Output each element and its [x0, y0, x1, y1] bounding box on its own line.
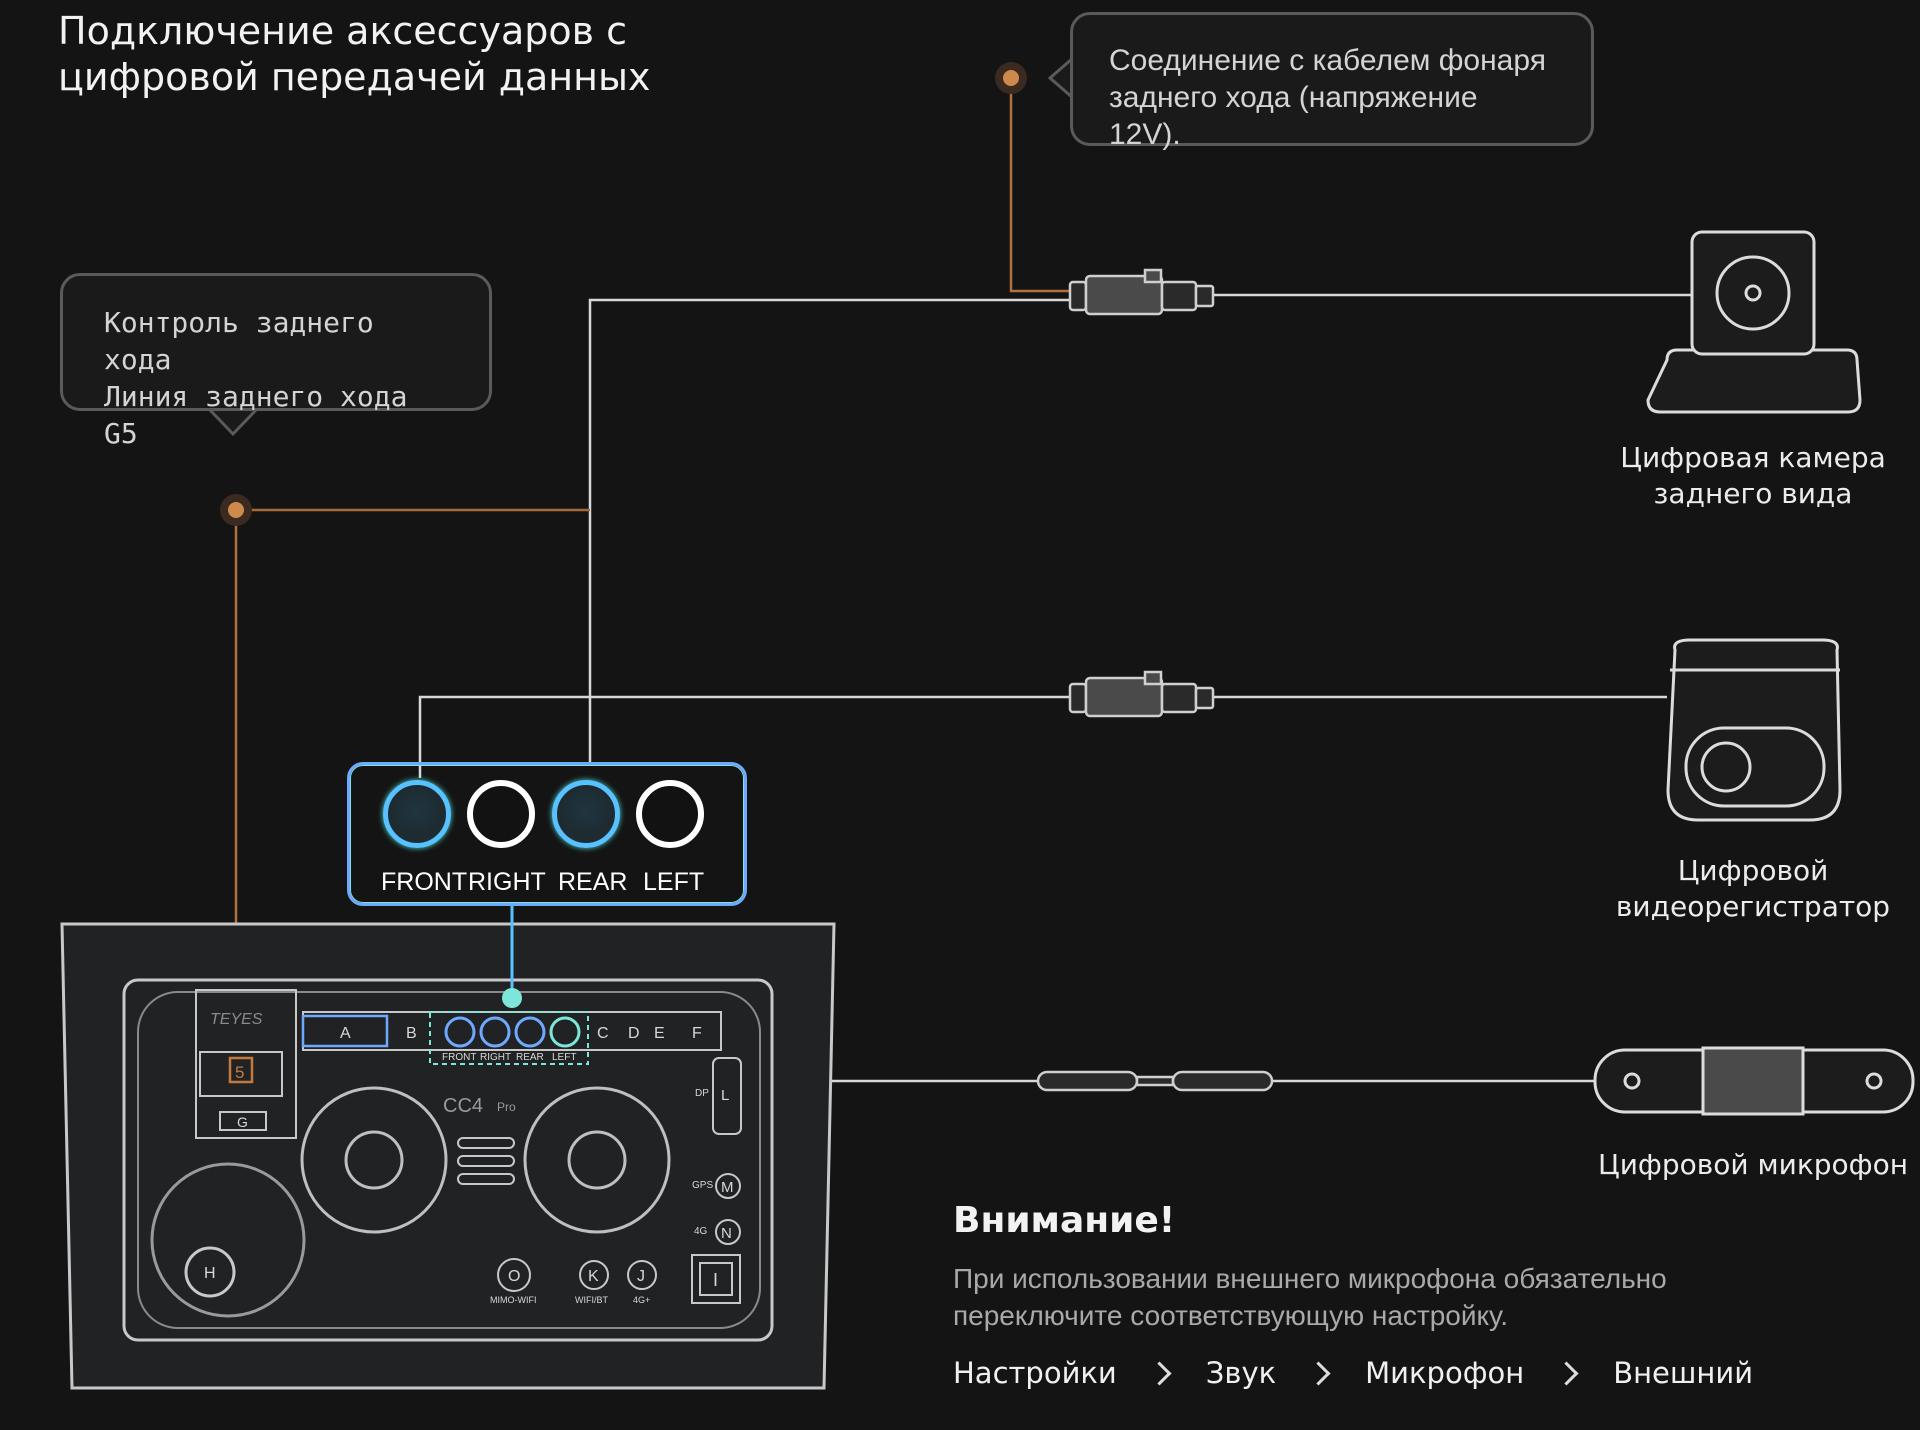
- unit-model-badge: Pro: [497, 1100, 516, 1114]
- title-line-2: цифровой передачей данных: [58, 55, 651, 99]
- settings-breadcrumb: Настройки Звук Микрофон Внешний: [953, 1356, 1753, 1390]
- breadcrumb-microphone: Микрофон: [1365, 1356, 1525, 1390]
- port-rear-label: REAR: [558, 868, 628, 896]
- inline-connector-microphone: [1036, 1070, 1274, 1092]
- chevron-right-icon: [1554, 1360, 1579, 1386]
- unit-port-o: O: [508, 1268, 520, 1285]
- callout-reverse-control: Контроль заднего хода Линия заднего хода…: [60, 273, 492, 450]
- warning-title: Внимание!: [953, 1200, 1176, 1241]
- unit-small-left: LEFT: [552, 1052, 576, 1063]
- unit-model: CC4: [443, 1095, 483, 1117]
- unit-side-gps: GPS: [692, 1180, 713, 1191]
- unit-pin-g: G: [237, 1114, 248, 1130]
- unit-conn-e: E: [654, 1025, 665, 1042]
- callout-reverse-light-line1: Соединение с кабелем фонаря: [1109, 44, 1546, 77]
- unit-h: H: [204, 1265, 216, 1282]
- unit-conn-c: C: [597, 1025, 609, 1042]
- callout-reverse-control-line1: Контроль заднего хода: [104, 306, 374, 376]
- unit-port-k-label: WIFI/BT: [575, 1295, 608, 1305]
- callout-reverse-control-line2: Линия заднего хода G5: [104, 380, 408, 450]
- callout-pointer-down: [208, 408, 258, 437]
- unit-side-4g: 4G: [694, 1226, 708, 1237]
- inline-connector-camera: [1068, 268, 1215, 316]
- rear-camera-wire: [588, 298, 1070, 762]
- dashcam-label-line2: видеорегистратор: [1615, 890, 1891, 923]
- port-right: [467, 780, 535, 848]
- unit-conn-a: A: [340, 1025, 351, 1042]
- unit-pin-5: 5: [235, 1063, 244, 1082]
- port-front-label: FRONT: [381, 868, 468, 896]
- title-line-1: Подключение аксессуаров с: [58, 9, 627, 53]
- unit-port-o-label: MIMO-WIFI: [490, 1295, 537, 1305]
- unit-small-rear: REAR: [516, 1052, 544, 1063]
- port-front: [383, 780, 451, 848]
- inline-connector-dashcam: [1068, 670, 1215, 718]
- unit-small-right: RIGHT: [480, 1052, 511, 1063]
- dashcam-label: Цифровой видеорегистратор: [1600, 853, 1906, 925]
- port-rear: [552, 780, 620, 848]
- head-unit: [60, 922, 836, 1390]
- unit-conn-f: F: [692, 1025, 702, 1042]
- page-title: Подключение аксессуаров с цифровой перед…: [58, 8, 650, 100]
- unit-brand: TEYES: [210, 1011, 263, 1028]
- port-link-dot: [502, 988, 522, 1008]
- unit-side-dp: DP: [695, 1088, 709, 1099]
- port-left: [636, 780, 704, 848]
- unit-small-front: FRONT: [442, 1052, 476, 1063]
- rear-camera-device: [1646, 230, 1862, 414]
- microphone-label: Цифровой микрофон: [1590, 1147, 1916, 1183]
- unit-side-l: L: [721, 1087, 729, 1104]
- unit-i: I: [713, 1270, 718, 1290]
- unit-port-k: K: [588, 1268, 599, 1285]
- warning-text-line1: При использовании внешнего микрофона обя…: [953, 1263, 1667, 1294]
- rear-camera-label-line2: заднего вида: [1653, 477, 1853, 510]
- chevron-right-icon: [1306, 1360, 1331, 1386]
- breadcrumb-settings: Настройки: [953, 1356, 1117, 1390]
- reverse-signal-wires: [234, 78, 1070, 1062]
- breadcrumb-external: Внешний: [1613, 1356, 1754, 1390]
- dashcam-wire: [418, 695, 1070, 778]
- unit-conn-d: D: [628, 1025, 640, 1042]
- callout-pointer-right: [1047, 56, 1074, 100]
- chevron-right-icon: [1147, 1360, 1172, 1386]
- rear-camera-label-line1: Цифровая камера: [1620, 441, 1886, 474]
- microphone-label-line1: Цифровой микрофон: [1597, 1148, 1909, 1181]
- unit-side-m: M: [721, 1179, 734, 1196]
- breadcrumb-sound: Звук: [1205, 1356, 1277, 1390]
- unit-side-n: N: [721, 1225, 732, 1242]
- rear-camera-label: Цифровая камера заднего вида: [1600, 440, 1906, 512]
- camera-port-panel: FRONT RIGHT REAR LEFT: [347, 762, 747, 906]
- dashcam-device: [1666, 638, 1842, 822]
- callout-reverse-light: Соединение с кабелем фонаря заднего хода…: [1070, 12, 1594, 151]
- dashcam-label-line1: Цифровой: [1677, 854, 1829, 887]
- callout-reverse-light-line2: заднего хода (напряжение 12V).: [1109, 81, 1478, 151]
- port-left-label: LEFT: [643, 868, 705, 896]
- unit-port-j-label: 4G+: [633, 1295, 650, 1305]
- warning-text: При использовании внешнего микрофона обя…: [953, 1260, 1667, 1334]
- warning-text-line2: переключите соответствующую настройку.: [953, 1300, 1509, 1331]
- unit-conn-b: B: [406, 1025, 417, 1042]
- port-right-label: RIGHT: [468, 868, 546, 896]
- unit-port-j: J: [637, 1268, 645, 1285]
- microphone-device: [1593, 1046, 1915, 1116]
